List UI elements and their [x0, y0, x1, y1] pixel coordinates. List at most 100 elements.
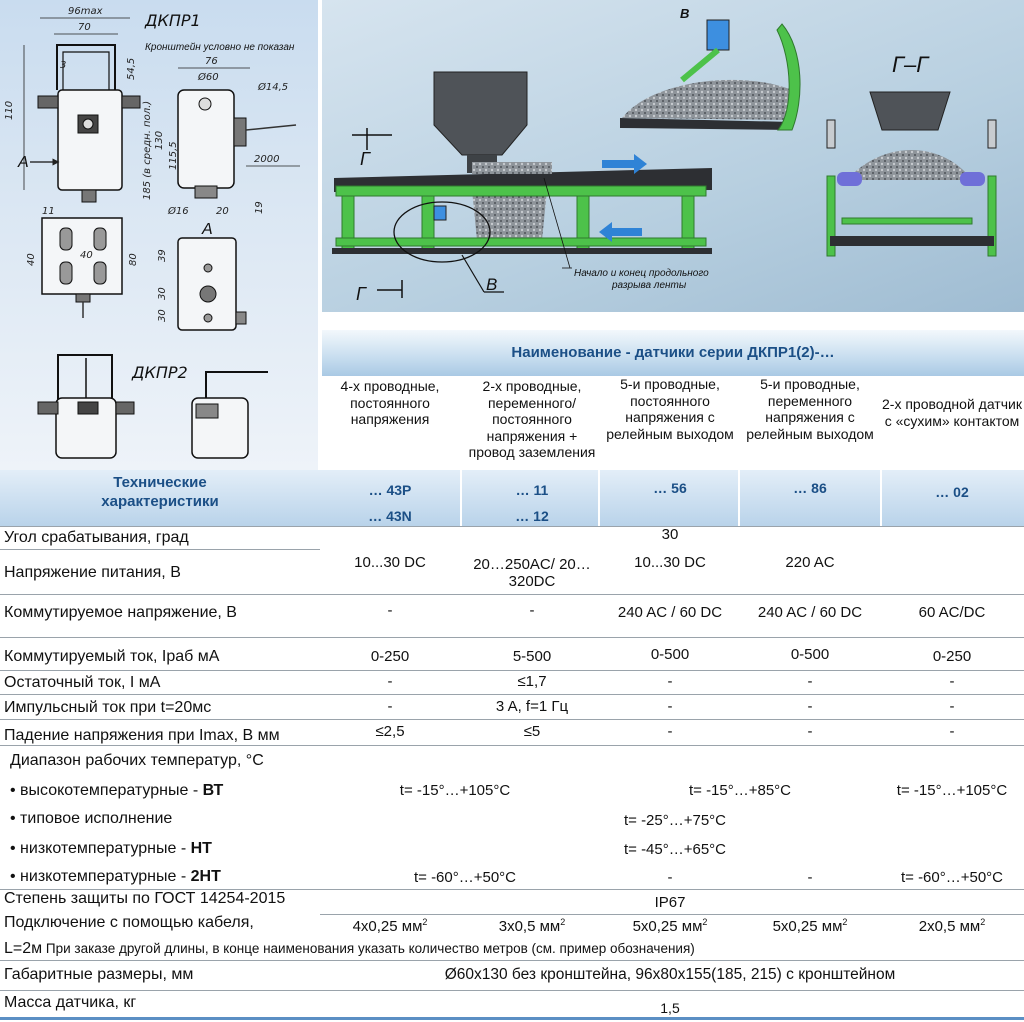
- bracket-note: Кронштейн условно не показан: [145, 42, 295, 53]
- label-voltage-drop: Падение напряжения при Imax, В мм: [4, 727, 280, 744]
- dim-70: 70: [78, 22, 91, 33]
- conveyor-scheme: В Начало и конец продольного разрыва лен…: [332, 6, 997, 304]
- label-angle: Угол срабатывания, град: [4, 529, 189, 546]
- value-pulse-02: -: [949, 698, 955, 715]
- variant-title-11: 2-х проводные, переменного/ постоянного …: [468, 378, 596, 460]
- value-residual-56: -: [667, 673, 673, 690]
- value-supply-43: 10...30 DC: [354, 554, 426, 571]
- value-cable-43: 4x0,25 мм2: [352, 917, 428, 935]
- value-temp-bt-1: t= -15°…+105°С: [399, 782, 511, 799]
- dim-20: 20: [216, 206, 229, 217]
- dim-130: 130: [154, 131, 165, 150]
- value-cable-11: 3x0,5 мм2: [498, 917, 566, 935]
- value-switch-voltage-02: 60 AC/DC: [918, 604, 986, 621]
- variant-title-43: 4-х проводные, постоянного напряжения: [340, 378, 440, 427]
- code-02: … 02: [935, 484, 969, 500]
- value-temp-nt: t= -45°…+65°С: [623, 841, 727, 858]
- value-residual-86: -: [807, 673, 813, 690]
- value-supply-86: 220 AC: [785, 554, 835, 571]
- value-pulse-86: -: [807, 698, 813, 715]
- label-temp-2nt: • низкотемпературные - 2НТ: [10, 868, 221, 885]
- value-supply-11: 20…250AC/ 20…320DC: [473, 556, 591, 590]
- value-drop-86: -: [807, 723, 813, 740]
- value-pulse-56: -: [667, 698, 673, 715]
- view-a-arrow-label: A: [17, 154, 29, 171]
- code-12: … 12: [515, 508, 549, 524]
- drawing-title-dkpr1: ДКПР1: [144, 11, 201, 30]
- value-switch-voltage-11: -: [529, 602, 535, 619]
- variant-title-02: 2-х проводной датчик с «сухим» контактом: [882, 396, 1022, 429]
- dim-96max: 96max: [68, 6, 103, 17]
- section-view-title: Г–Г: [892, 52, 930, 77]
- naming-title: Наименование - датчики серии ДКПР1(2)-…: [511, 344, 835, 361]
- code-11: … 11: [515, 482, 549, 498]
- codes-band: [0, 470, 1024, 526]
- value-residual-02: -: [949, 673, 955, 690]
- sensor-technical-drawing: 96max 70 3 110 54,5 185 (в средн. пол.) …: [4, 6, 300, 459]
- rupture-callout-line1: Начало и конец продольного: [574, 268, 709, 279]
- label-temperature-range: Диапазон рабочих температур, °С: [10, 752, 264, 769]
- value-pulse-11: 3 A, f=1 Гц: [495, 698, 569, 715]
- code-56: … 56: [653, 480, 687, 496]
- dim-phi60: Ø60: [197, 71, 219, 83]
- variant-title-86: 5-и проводные, переменного напряжения с …: [746, 376, 874, 442]
- dim-185: 185 (в средн. пол.): [142, 101, 153, 200]
- label-temp-nt: • низкотемпературные - НТ: [10, 840, 212, 857]
- rupture-callout-line2: разрыва ленты: [611, 280, 687, 291]
- dim-30-lower: 30: [157, 309, 168, 322]
- value-switch-voltage-56: 240 AC / 60 DC: [617, 604, 723, 621]
- value-switch-current-02: 0-250: [932, 648, 972, 665]
- dim-phi14-5: Ø14,5: [257, 81, 288, 93]
- value-switch-current-86: 0-500: [790, 646, 830, 663]
- value-cable-02: 2x0,5 мм2: [918, 917, 986, 935]
- value-temp-2nt-2: -: [667, 869, 673, 886]
- view-b-tag: В: [680, 6, 689, 21]
- drawing-title-dkpr2: ДКПР2: [131, 363, 188, 382]
- naming-header: Наименование - датчики серии ДКПР1(2)-…: [322, 330, 1024, 376]
- value-switch-current-56: 0-500: [650, 646, 690, 663]
- value-mass: 1,5: [660, 1000, 680, 1016]
- callout-b-label: В: [486, 275, 497, 294]
- tech-characteristics-header: Технические характеристики: [101, 474, 219, 510]
- value-temp-bt-3: t= -15°…+105°С: [896, 782, 1008, 799]
- value-temp-bt-2: t= -15°…+85°С: [688, 782, 792, 799]
- value-ip-rating: IP67: [654, 894, 686, 911]
- dim-19: 19: [254, 201, 265, 214]
- value-drop-11: ≤5: [523, 723, 541, 740]
- label-cable: Подключение с помощью кабеля,: [4, 914, 254, 931]
- label-dimensions: Габаритные размеры, мм: [4, 966, 194, 983]
- dimension-drawings-panel: 96max 70 3 110 54,5 185 (в средн. пол.) …: [0, 0, 318, 470]
- value-drop-56: -: [667, 723, 673, 740]
- label-switch-current: Коммутируемый ток, Iраб мА: [4, 648, 220, 665]
- dim-30-upper: 30: [157, 287, 168, 300]
- dim-76: 76: [205, 56, 218, 67]
- value-residual-43: -: [387, 673, 393, 690]
- value-drop-02: -: [949, 723, 955, 740]
- value-switch-voltage-43: -: [387, 602, 393, 619]
- value-drop-43: ≤2,5: [375, 723, 405, 740]
- dim-40-vertical: 40: [26, 253, 37, 266]
- dim-3: 3: [60, 60, 66, 71]
- value-temp-2nt-4: t= -60°…+50°С: [900, 869, 1004, 886]
- section-mark-top: Г: [360, 149, 371, 169]
- value-switch-voltage-86: 240 AC / 60 DC: [757, 604, 863, 621]
- code-43n: … 43N: [368, 508, 412, 524]
- variant-title-56: 5-и проводные, постоянного напряжения с …: [606, 376, 734, 442]
- value-residual-11: ≤1,7: [517, 673, 547, 690]
- dim-phi16: Ø16: [167, 205, 189, 217]
- conveyor-illustration: В Начало и конец продольного разрыва лен…: [322, 0, 1024, 312]
- dim-40-horizontal: 40: [80, 250, 93, 261]
- label-mass: Масса датчика, кг: [4, 994, 137, 1011]
- label-ip-rating: Степень защиты по ГОСТ 14254-2015: [4, 890, 286, 907]
- value-pulse-43: -: [387, 698, 393, 715]
- value-switch-current-43: 0-250: [370, 648, 410, 665]
- dim-115-5: 115,5: [168, 141, 179, 170]
- dim-2000: 2000: [254, 154, 279, 165]
- value-temp-2nt-3: -: [807, 869, 813, 886]
- dim-11: 11: [42, 206, 55, 217]
- code-86: … 86: [793, 480, 827, 496]
- dim-80: 80: [128, 253, 139, 266]
- value-cable-86: 5x0,25 мм2: [772, 917, 848, 935]
- label-pulse-current: Импульсный ток при t=20мс: [4, 699, 212, 716]
- value-angle: 30: [661, 526, 679, 543]
